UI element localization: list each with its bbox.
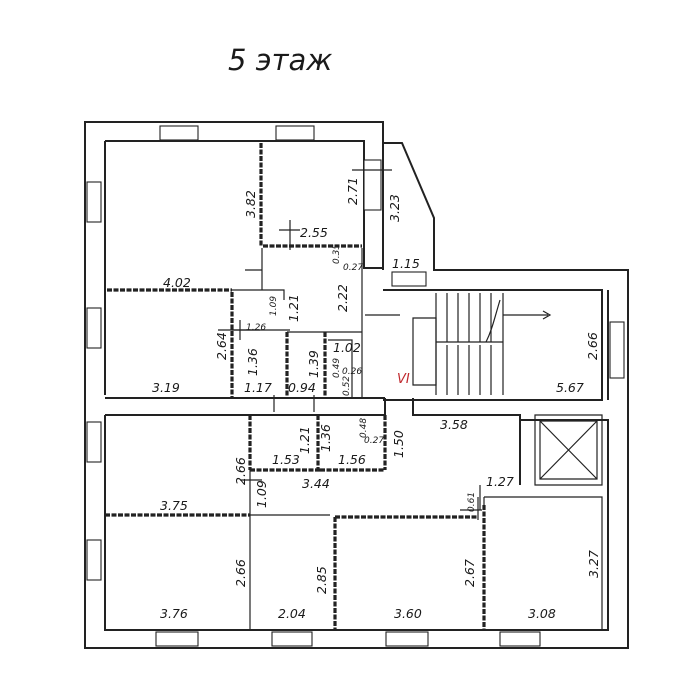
stair-mark: VI: [397, 372, 410, 387]
dim-r6-width: 2.04: [278, 606, 306, 621]
dim-0-52: 0.52: [342, 376, 352, 396]
dim-r8-width: 3.08: [528, 606, 556, 621]
walls: [84, 121, 629, 649]
dim-r1-height: 3.82: [243, 190, 258, 218]
dim-1-26: 1.26: [246, 323, 266, 333]
dim-r1-width: 4.02: [163, 275, 191, 290]
dim-r8-height: 3.27: [586, 550, 601, 578]
dim-0-35: 0.35: [332, 244, 342, 264]
dim-r6-height: 2.85: [314, 566, 329, 594]
dim-1-56: 1.56: [338, 452, 366, 467]
dim-0-27: 0.27: [343, 263, 363, 273]
dim-1-36b: 1.36: [318, 424, 333, 452]
dim-1-21b: 1.21: [297, 426, 312, 454]
dim-3-44: 3.44: [302, 476, 330, 491]
dim-corridor-height: 3.23: [387, 194, 402, 222]
floor-title: 5 этаж: [228, 43, 332, 77]
dim-r5-height: 2.66: [233, 559, 248, 587]
dim-r3-height: 2.64: [214, 332, 229, 360]
dim-1-50: 1.50: [391, 430, 406, 458]
dim-r2-width: 2.55: [300, 225, 328, 240]
dim-1-09b: 1.09: [254, 480, 269, 508]
dim-1-39: 1.39: [306, 350, 321, 378]
dim-3-58: 3.58: [440, 417, 468, 432]
interior-walls: [105, 143, 603, 630]
dim-r7-width: 3.60: [394, 606, 422, 621]
dim-1-53: 1.53: [272, 452, 300, 467]
dim-1-27: 1.27: [486, 474, 514, 489]
dim-r5-width: 3.76: [160, 606, 188, 621]
dimension-ticks: [218, 169, 482, 511]
dim-r4-height: 2.66: [233, 457, 248, 485]
dim-0-27b: 0.27: [364, 436, 384, 446]
dim-0-26: 0.26: [342, 367, 362, 377]
dim-r4-width: 3.75: [160, 498, 188, 513]
dimension-labels: 3.82 2.71 2.55 3.23 1.15 0.35 0.27 4.02 …: [152, 177, 601, 621]
dim-stair-width: 5.67: [556, 380, 584, 395]
dim-1-21: 1.21: [286, 294, 301, 322]
dim-0-61: 0.61: [467, 492, 477, 512]
dim-1-17: 1.17: [244, 380, 272, 395]
dim-r2-height: 2.71: [345, 177, 360, 205]
dim-0-49: 0.49: [332, 358, 342, 378]
dim-0-94: 0.94: [288, 380, 316, 395]
dim-hall-height: 2.22: [335, 284, 350, 312]
windows: [86, 125, 625, 647]
dim-r7-height: 2.67: [462, 559, 477, 587]
dim-corridor-width: 1.15: [392, 256, 420, 271]
dim-r3-width: 3.19: [152, 380, 180, 395]
dim-1-36: 1.36: [245, 348, 260, 376]
dim-1-09: 1.09: [269, 296, 279, 316]
stairs: [412, 293, 552, 395]
dim-1-02: 1.02: [333, 340, 361, 355]
dim-0-48: 0.48: [359, 418, 369, 438]
dim-stair-height: 2.66: [585, 332, 600, 360]
